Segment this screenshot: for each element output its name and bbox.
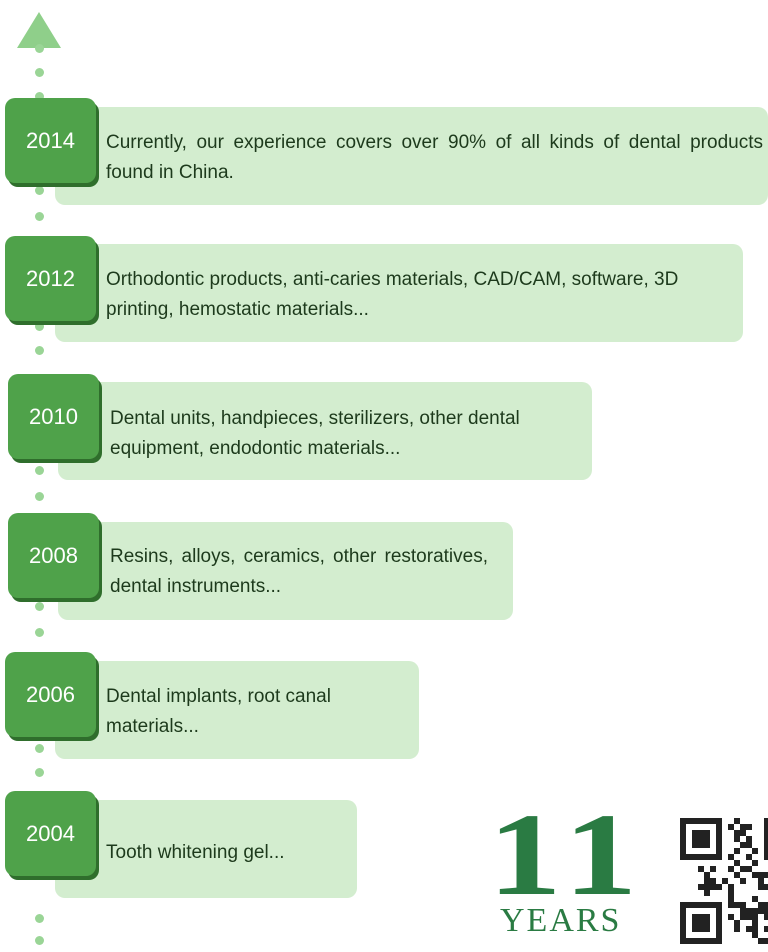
timeline-dot [35,602,44,611]
year-badge-2014: 2014 [5,98,96,183]
timeline-description-2014: Currently, our experience covers over 90… [106,132,763,183]
timeline-dot [35,68,44,77]
anniversary-word: YEARS [500,902,622,939]
year-badge-2006: 2006 [5,652,96,737]
timeline-arrow-icon [17,12,61,48]
timeline-dot [35,92,44,101]
year-badge-2004: 2004 [5,791,96,876]
timeline-card-2006 [55,661,419,759]
timeline-description-2012: Orthodontic products, anti-caries materi… [106,269,679,320]
timeline-dot [35,44,44,53]
timeline-dot [35,628,44,637]
anniversary-number: 11 [488,789,648,920]
year-badge-2008: 2008 [8,513,99,598]
timeline-card-2008 [58,522,513,620]
timeline-description-2010: Dental units, handpieces, sterilizers, o… [110,408,520,459]
timeline-description-2008: Resins, alloys, ceramics, other restorat… [110,546,488,597]
qr-code-icon [680,818,768,944]
timeline-dot [35,212,44,221]
timeline-dot [35,744,44,753]
timeline-dot [35,346,44,355]
year-badge-2010: 2010 [8,374,99,459]
timeline-dot [35,914,44,923]
timeline-dots [31,36,47,945]
timeline-dot [35,466,44,475]
timeline-card-2010 [58,382,592,480]
timeline-card-2012 [55,244,743,342]
timeline-card-2004 [55,800,357,898]
year-badge-2012: 2012 [5,236,96,321]
timeline-dot [35,768,44,777]
timeline-dot [35,322,44,331]
timeline-description-2004: Tooth whitening gel... [106,842,285,863]
timeline-card-2014 [55,107,768,205]
timeline-dot [35,186,44,195]
timeline-description-2006: Dental implants, root canal materials... [106,686,331,737]
timeline-dot [35,492,44,501]
